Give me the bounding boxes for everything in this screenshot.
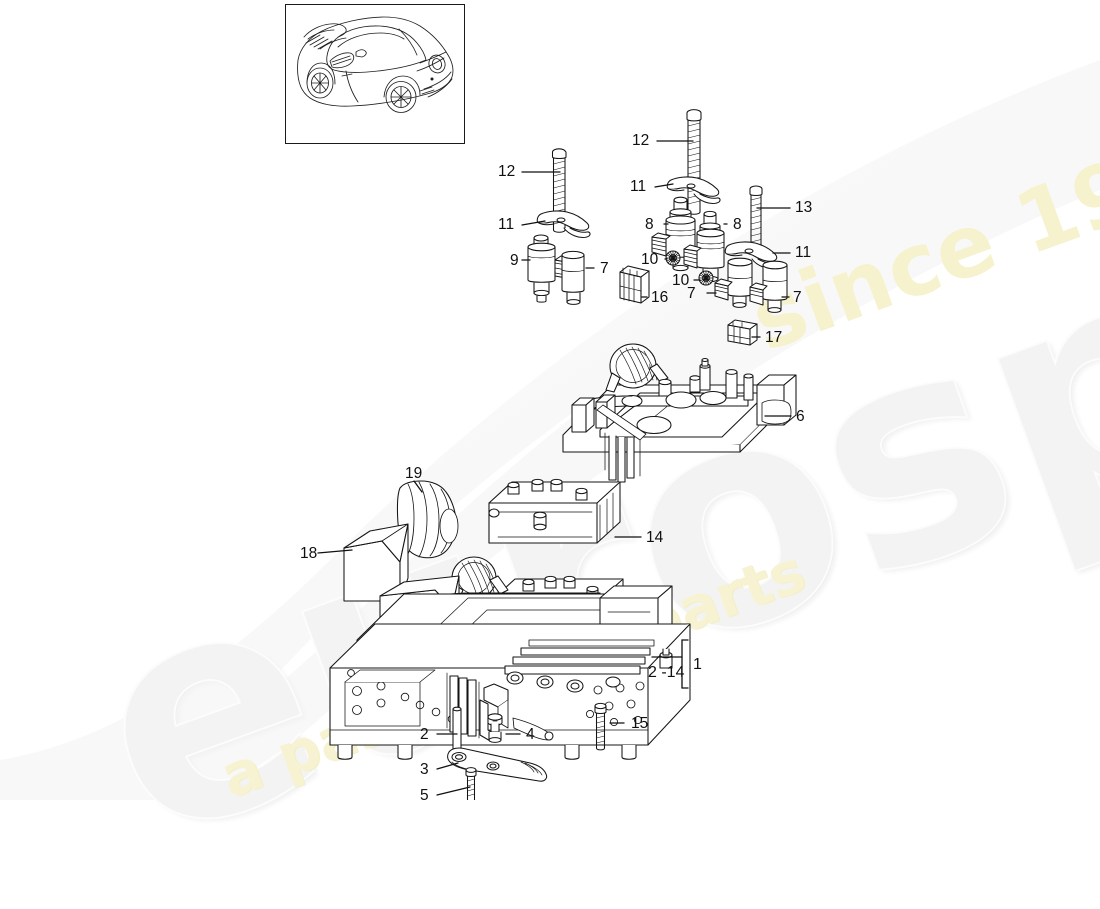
background-swoosh	[0, 60, 1100, 800]
part-16-connector-block	[619, 265, 650, 304]
part-10-filter-upper	[665, 250, 681, 266]
callout-10-lower: 10	[672, 272, 690, 289]
callout-13: 13	[795, 199, 813, 216]
part-7-solenoid-right	[749, 260, 788, 313]
callout-2: 2	[420, 726, 429, 743]
callout-8-right: 8	[733, 216, 742, 233]
callout-5: 5	[420, 787, 429, 804]
callout-3: 3	[420, 761, 429, 778]
part-10-filter-lower	[698, 270, 714, 286]
part-8-solenoid-left	[651, 196, 696, 272]
callout-range-2-14: 2 -14	[648, 664, 685, 681]
callout-10-upper: 10	[641, 251, 659, 268]
part-19-bellows	[396, 480, 459, 559]
exploded-parts-artwork	[317, 109, 797, 800]
part-3-selector-lever	[447, 747, 548, 782]
part-6-carrier-plate	[562, 343, 797, 483]
callout-7-left: 7	[600, 260, 609, 277]
part-7-solenoid-left	[561, 250, 585, 305]
callout-1: 1	[693, 656, 702, 673]
part-12-bolt-left	[551, 148, 567, 233]
part-11-clamp-center	[666, 176, 721, 205]
leader-lines	[317, 140, 792, 796]
callout-8-left: 8	[645, 216, 654, 233]
callout-15: 15	[631, 715, 649, 732]
callout-9: 9	[510, 252, 519, 269]
callout-7-center: 7	[687, 285, 696, 302]
callout-4: 4	[526, 726, 535, 743]
part-17-connector-housing	[727, 319, 758, 346]
callout-14: 14	[646, 529, 664, 546]
callout-11-right: 11	[795, 244, 812, 261]
vehicle-thumbnail	[285, 4, 465, 144]
callout-7-right: 7	[793, 289, 802, 306]
callout-6: 6	[796, 408, 805, 425]
callout-12-center: 12	[632, 132, 650, 149]
callout-11-left: 11	[498, 216, 515, 233]
callout-12-left: 12	[498, 163, 516, 180]
callout-11-center: 11	[630, 178, 647, 195]
callout-18: 18	[300, 545, 318, 562]
part-4-shoulder-rivet	[487, 713, 503, 743]
part-15-fastening-bolt	[594, 702, 607, 751]
callout-16: 16	[651, 289, 669, 306]
callout-19: 19	[405, 465, 423, 482]
part-14-cover-plate	[488, 478, 621, 544]
callout-17: 17	[765, 329, 783, 346]
vehicle-illustration	[297, 16, 454, 113]
part-11-clamp-left	[536, 210, 591, 239]
part-5-hexagon-bolt	[465, 767, 477, 800]
